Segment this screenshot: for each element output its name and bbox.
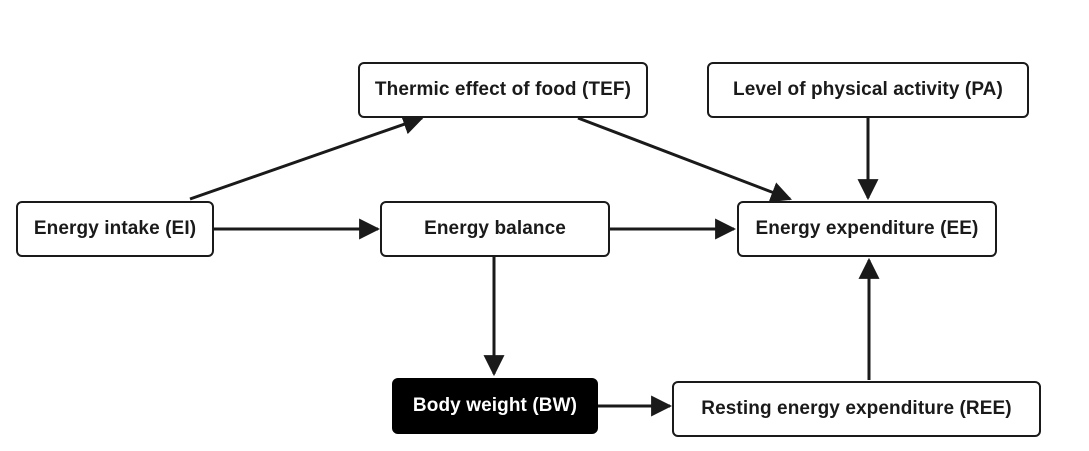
node-energy-expenditure: Energy expenditure (EE) [737, 201, 997, 257]
node-label: Body weight (BW) [412, 395, 578, 416]
node-energy-intake: Energy intake (EI) [16, 201, 214, 257]
node-label: Level of physical activity (PA) [733, 79, 1003, 100]
node-label: Energy intake (EI) [33, 218, 197, 239]
node-label: Resting energy expenditure (REE) [701, 398, 1012, 419]
node-label: Energy expenditure (EE) [755, 218, 979, 239]
edge-tef-to-ee [577, 116, 792, 203]
node-thermic-effect-of-food: Thermic effect of food (TEF) [358, 62, 648, 118]
node-label: Energy balance [424, 218, 566, 239]
node-label: Thermic effect of food (TEF) [374, 79, 632, 100]
edge-ei-to-tef [189, 114, 424, 201]
node-energy-balance: Energy balance [380, 201, 610, 257]
node-resting-energy-expenditure: Resting energy expenditure (REE) [672, 381, 1041, 437]
node-level-of-physical-activity: Level of physical activity (PA) [707, 62, 1029, 118]
node-body-weight: Body weight (BW) [392, 378, 598, 434]
